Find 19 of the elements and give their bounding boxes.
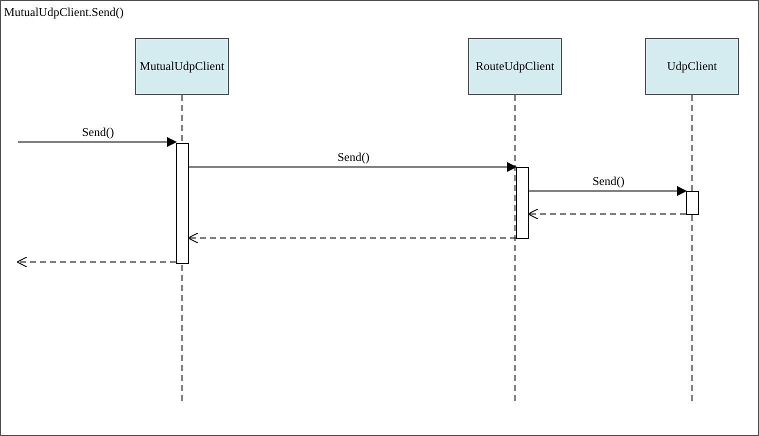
- message-label: Send(): [82, 125, 114, 140]
- lifeline-head: [135, 38, 229, 95]
- message-arrow: [528, 208, 686, 220]
- message-arrow: [528, 186, 687, 196]
- message-arrow: [188, 162, 517, 172]
- frame-title: MutualUdpClient.Send(): [4, 5, 124, 20]
- activation-bar: [516, 167, 529, 239]
- message-arrow: [16, 256, 176, 268]
- participant-name: MutualUdpClient: [140, 59, 224, 74]
- message-arrow: [188, 232, 516, 244]
- participant-name: RouteUdpClient: [476, 59, 554, 74]
- lifeline-head: [645, 38, 739, 95]
- message-arrow: [18, 137, 177, 147]
- lifeline-head: [468, 38, 562, 95]
- message-label: Send(): [338, 150, 370, 165]
- activation-bar: [176, 143, 189, 264]
- activation-bar: [686, 191, 699, 215]
- participant-name: UdpClient: [667, 59, 717, 74]
- message-label: Send(): [592, 174, 624, 189]
